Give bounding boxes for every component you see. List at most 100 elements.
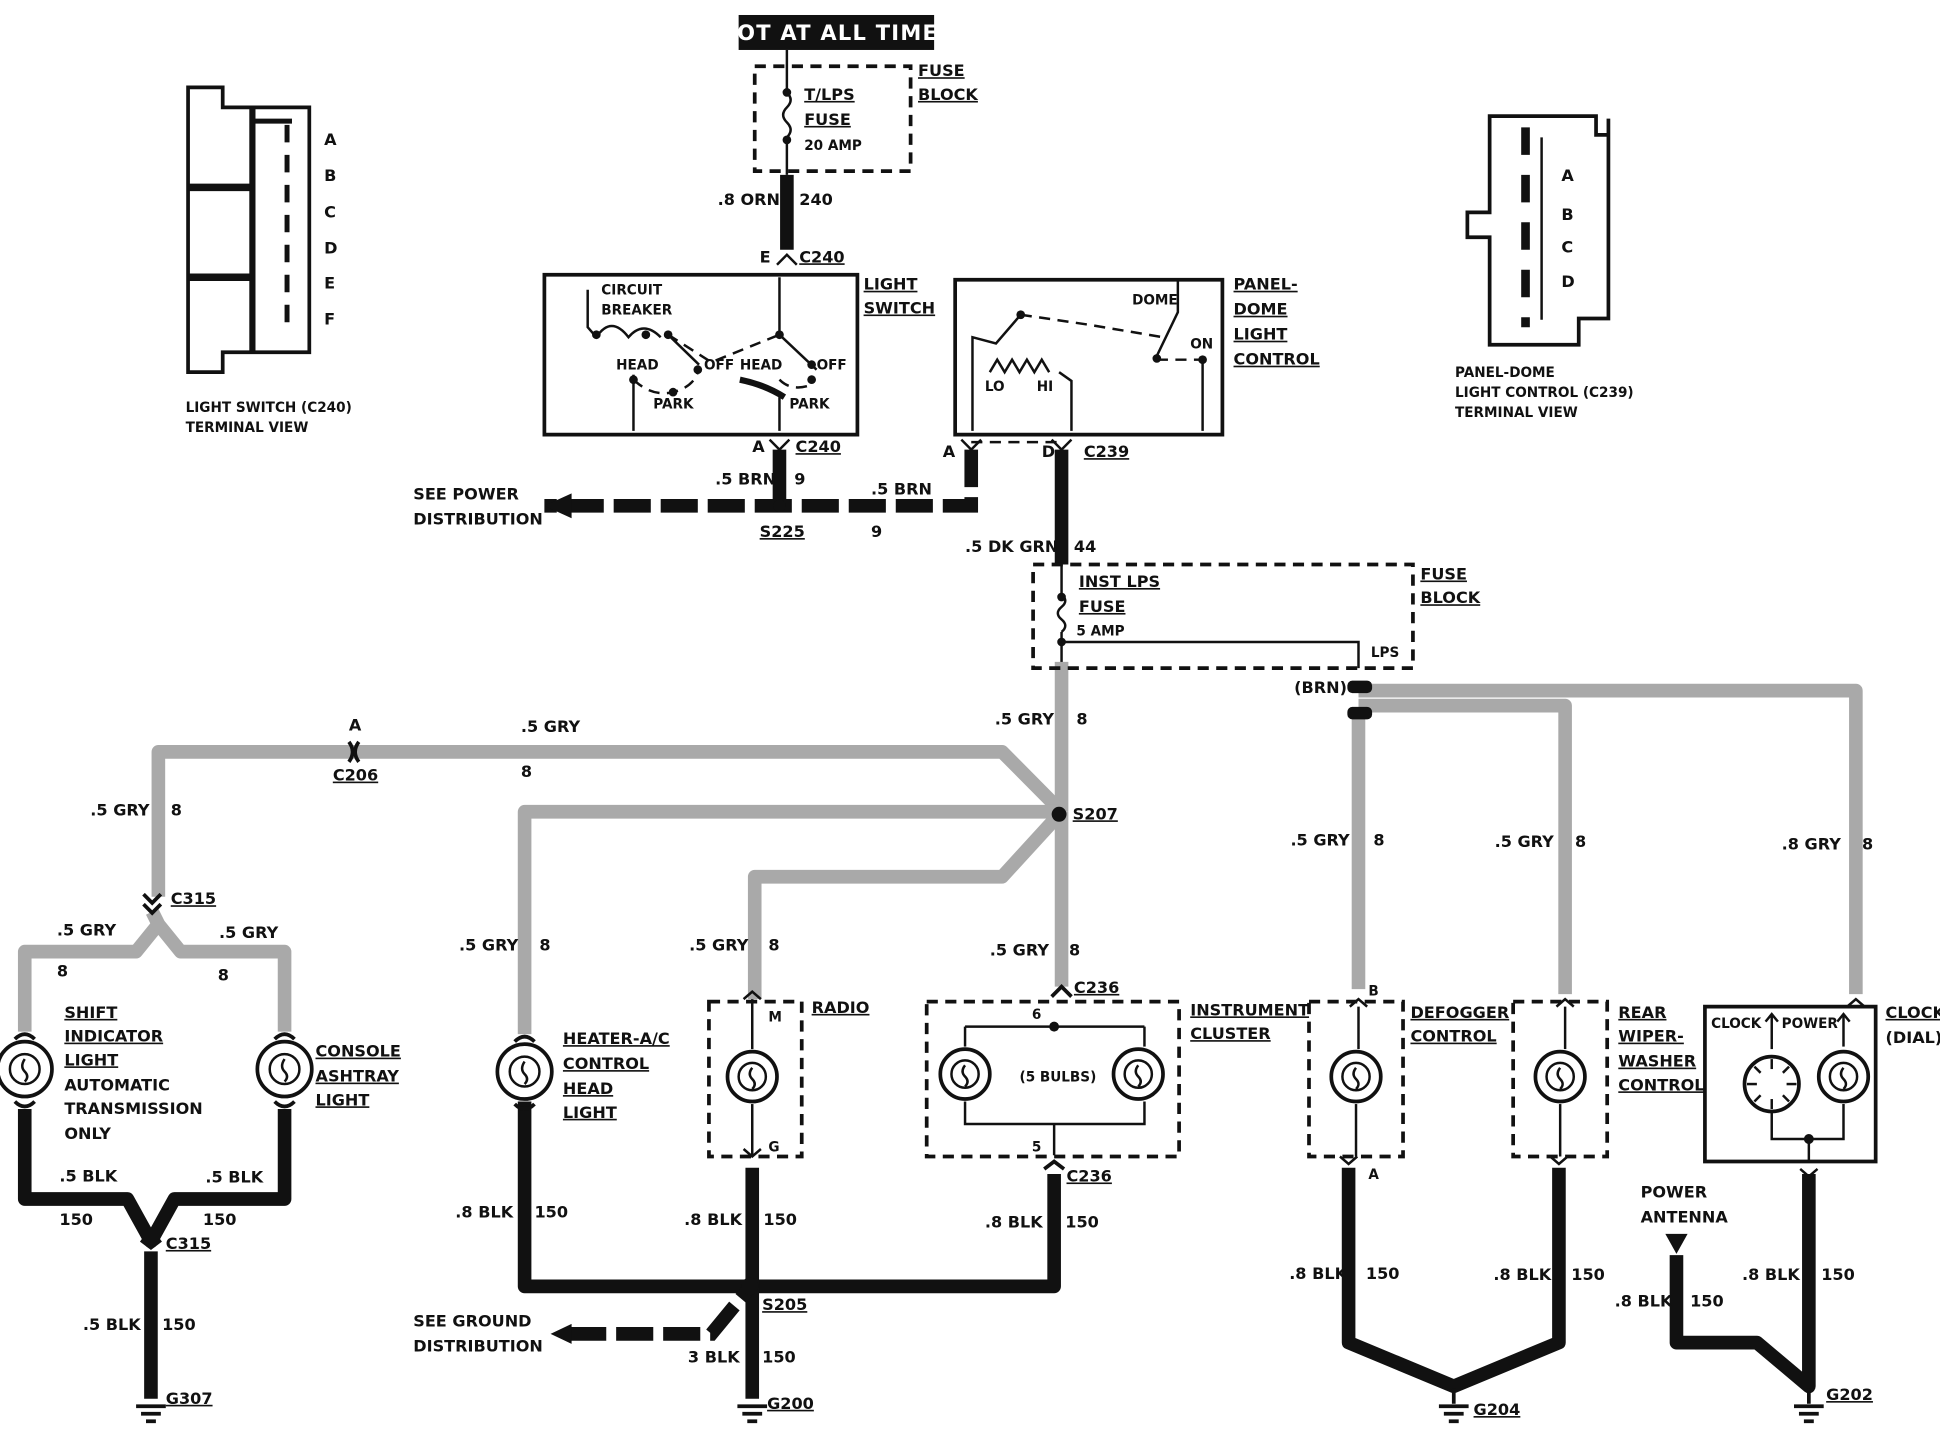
gry-heater-gauge: .5 GRY: [459, 935, 519, 954]
heater-ac-control-head-light: HEATER-A/C CONTROL HEAD LIGHT: [495, 1029, 670, 1122]
fuse-block-label-2: BLOCK: [918, 85, 979, 104]
c240-top-label: C240: [799, 247, 844, 266]
s207-label: S207: [1073, 804, 1118, 823]
gry-radio-circuit: 8: [768, 935, 779, 954]
pdc-title-2: DOME: [1234, 300, 1288, 319]
gry-ash-gauge: .5 GRY: [219, 923, 279, 942]
blk-rear-gauge: .8 BLK: [1493, 1265, 1552, 1284]
shift-label-4: AUTOMATIC: [64, 1075, 170, 1094]
s205-label: S205: [762, 1295, 807, 1314]
right-view-caption-1: PANEL-DOME: [1455, 365, 1555, 381]
inst-fuse-block-1: FUSE: [1420, 564, 1467, 583]
c315-bottom-label: C315: [166, 1234, 211, 1253]
g200-label: G200: [767, 1394, 814, 1413]
light-switch: E C240 LIGHT SWITCH CIRCUIT BREAKER HEAD…: [542, 247, 935, 437]
gry-left-circuit: 8: [171, 800, 182, 819]
gry-heater-circuit: 8: [539, 935, 550, 954]
c236-bottom-label: C236: [1067, 1166, 1112, 1185]
console-ashtray-light: CONSOLE ASHTRAY LIGHT: [255, 1032, 401, 1109]
c239-label: C239: [1084, 442, 1129, 461]
shift-label-6: ONLY: [64, 1124, 111, 1143]
shift-label-1: SHIFT: [64, 1003, 117, 1022]
blk-ash-gauge: .5 BLK: [205, 1168, 264, 1187]
blk-ant-gauge: .8 BLK: [1615, 1291, 1674, 1310]
clock-label-2: (DIAL): [1886, 1028, 1940, 1047]
fuse-name: T/LPS: [804, 85, 854, 104]
panel-dome-terminal-view: A B C D PANEL-DOME LIGHT CONTROL (C239) …: [1455, 114, 1634, 421]
panel-dome-light-control: PANEL- DOME LIGHT CONTROL DOME ON LO HI: [953, 275, 1320, 437]
console-label-3: LIGHT: [315, 1090, 369, 1109]
blk-g307-gauge: .5 BLK: [83, 1315, 142, 1334]
inst-fuse-rating: 5 AMP: [1076, 624, 1124, 640]
g204-label: G204: [1474, 1400, 1521, 1419]
gray-wires: [17, 661, 1863, 1035]
heater-label-4: LIGHT: [563, 1103, 617, 1122]
gry-rear-gauge: .5 GRY: [1495, 832, 1555, 851]
radio-label: RADIO: [812, 998, 870, 1017]
power-inner-label: POWER: [1782, 1016, 1839, 1032]
def-label-2: CONTROL: [1410, 1027, 1496, 1046]
power-distribution: SEE POWER DISTRIBUTION .5 BRN 9 .5 BRN 9…: [413, 470, 932, 542]
shift-label-3: LIGHT: [64, 1050, 118, 1069]
hot-at-all-times-banner: HOT AT ALL TIMES: [718, 14, 953, 50]
radio: M G RADIO: [707, 989, 870, 1159]
inst-fuse-block-2: BLOCK: [1420, 588, 1481, 607]
gry-main-circuit: 8: [1076, 709, 1087, 728]
right-view-caption-2: LIGHT CONTROL (C239): [1455, 385, 1634, 401]
blk-ash-circuit: 150: [203, 1210, 237, 1229]
radio-pin-m: M: [768, 1010, 782, 1026]
pdc-lo: LO: [985, 379, 1005, 395]
inst-lps-fuse-block: INST LPS FUSE 5 AMP LPS FUSE BLOCK (BRN): [1031, 562, 1482, 720]
blk-rear-circuit: 150: [1571, 1265, 1605, 1284]
wire-44-circuit: 44: [1074, 537, 1096, 556]
right-pin-b: B: [1561, 205, 1573, 224]
gry-inst-gauge: .5 GRY: [990, 940, 1050, 959]
gray-wire-labels: .5 GRY 8 .5 GRY 8 .5 GRY 8 .5 GRY 8 .5 G…: [57, 709, 1873, 984]
blk-g200-circuit: 150: [762, 1347, 796, 1366]
blk-inst-circuit: 150: [1065, 1213, 1099, 1232]
pdc-title-4: CONTROL: [1234, 350, 1320, 369]
blk-ant-circuit: 150: [1690, 1291, 1724, 1310]
c240-pin-e: E: [760, 247, 771, 266]
c239-pin-a: A: [943, 442, 956, 461]
left-pin-d: D: [324, 238, 337, 257]
clock-face-ticks: [1746, 1059, 1797, 1110]
inst-label-1: INSTRUMENT: [1190, 1000, 1309, 1019]
left-pin-b: B: [324, 166, 336, 185]
inst-fuse-brn: (BRN): [1294, 678, 1347, 697]
light-switch-title-1: LIGHT: [864, 275, 918, 294]
radio-pin-g: G: [768, 1139, 779, 1155]
left-pin-e: E: [324, 273, 335, 292]
c206-pin: A: [349, 716, 362, 735]
shift-indicator-light: SHIFT INDICATOR LIGHT AUTOMATIC TRANSMIS…: [0, 1003, 203, 1143]
sw-off-2: OFF: [817, 358, 847, 374]
g307-label: G307: [166, 1389, 213, 1408]
console-label-1: CONSOLE: [315, 1042, 400, 1061]
rear-label-1: REAR: [1618, 1003, 1667, 1022]
def-pin-a: A: [1368, 1167, 1379, 1183]
ground-dist-1: SEE GROUND: [413, 1311, 531, 1330]
left-pin-c: C: [324, 202, 336, 221]
def-pin-b: B: [1368, 983, 1378, 999]
right-view-caption-3: TERMINAL VIEW: [1455, 405, 1578, 421]
gry-rear-circuit: 8: [1575, 832, 1586, 851]
gry-def-circuit: 8: [1373, 830, 1384, 849]
gry-clock-gauge: .8 GRY: [1782, 834, 1842, 853]
ground-labels: .5 BLK 150 .5 BLK 150 .5 BLK 150 G307 .8…: [59, 1166, 1873, 1419]
fuse-rating: 20 AMP: [804, 138, 862, 154]
c240-pin-a: A: [752, 437, 765, 456]
pdc-title-3: LIGHT: [1234, 325, 1288, 344]
gry-def-gauge: .5 GRY: [1290, 830, 1350, 849]
s225-label: S225: [760, 522, 805, 541]
def-label-1: DEFOGGER: [1410, 1003, 1509, 1022]
blk-radio-circuit: 150: [763, 1210, 797, 1229]
inst-label-2: CLUSTER: [1190, 1024, 1271, 1043]
left-pin-f: F: [324, 310, 335, 329]
blk-clock-circuit: 150: [1821, 1265, 1855, 1284]
blk-shift-circuit: 150: [59, 1210, 93, 1229]
light-switch-terminal-view: A B C D E F LIGHT SWITCH (C240) TERMINAL…: [186, 85, 352, 436]
inst-fuse-name: INST LPS: [1079, 572, 1160, 591]
blk-g200-gauge: 3 BLK: [688, 1347, 741, 1366]
sw-head-1: HEAD: [616, 358, 658, 374]
shift-label-2: INDICATOR: [64, 1027, 163, 1046]
